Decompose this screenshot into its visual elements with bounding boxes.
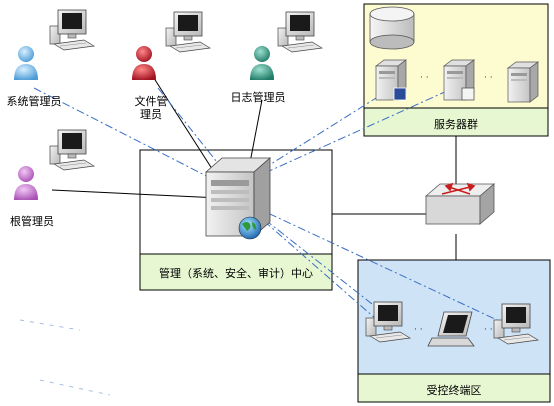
globe-icon [238, 216, 262, 240]
workstation-icon [49, 9, 95, 51]
svg-text:· ·: · · [484, 73, 493, 83]
workstation-icon [165, 11, 211, 53]
svg-text:· ·: · · [484, 325, 493, 335]
system-admin-label: 系统管理员 [6, 95, 62, 108]
database-icon [369, 6, 415, 50]
log-admin-label: 日志管理员 [230, 91, 286, 104]
file-admin-person-icon [132, 46, 156, 80]
server-icon [507, 61, 539, 103]
svg-text:· ·: · · [414, 325, 423, 335]
root-admin-person-icon [14, 166, 38, 200]
root-admin-label: 根管理员 [10, 215, 54, 228]
management-server-icon [204, 157, 272, 237]
workstation-icon [49, 129, 95, 171]
file-admin-label: 文件管 理员 [128, 95, 174, 121]
system-admin-person-icon [14, 46, 38, 80]
controlled-terminals-label: 受控终端区 [426, 384, 482, 397]
svg-text:· ·: · · [420, 73, 429, 83]
file-admin-label-line1: 文件管 [134, 95, 168, 108]
log-admin-person-icon [250, 46, 274, 80]
management-center-label: 管理（系统、安全、审计）中心 [159, 267, 313, 280]
router-icon [424, 182, 496, 225]
workstation-icon [277, 11, 323, 53]
server-group-label: 服务器群 [434, 118, 478, 131]
laptop-icon [427, 311, 475, 347]
file-admin-label-line2: 理员 [140, 108, 162, 121]
